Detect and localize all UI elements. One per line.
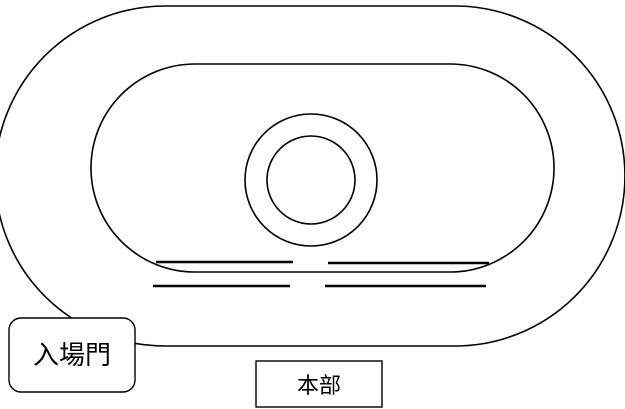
entrance-gate-label: 入場門 — [33, 341, 111, 371]
entrance-gate-box — [8, 317, 136, 393]
outer-track — [0, 5, 625, 347]
center-circle-outer — [244, 113, 378, 247]
headquarters-box — [255, 360, 383, 408]
center-circle-inner — [266, 135, 356, 225]
headquarters-label: 本部 — [297, 374, 341, 399]
inner-track — [90, 63, 555, 273]
